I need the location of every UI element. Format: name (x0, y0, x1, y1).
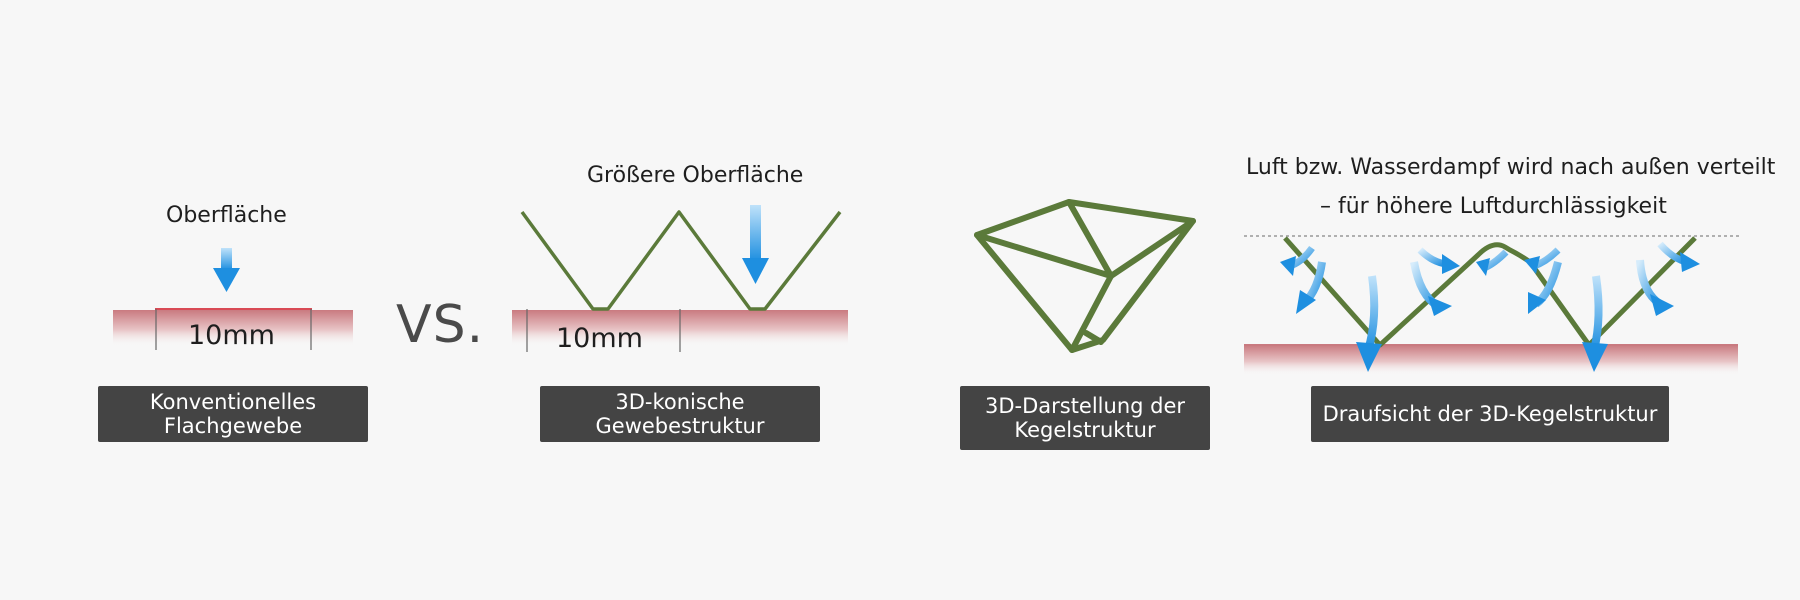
cone-3d-label-line1: 3D-Darstellung der (984, 394, 1186, 418)
conical-fabric-label: 3D-konische Gewebestruktur (540, 386, 820, 442)
airflow-arrow-icon (1582, 275, 1608, 372)
flat-fabric-label: Konventionelles Flachgewebe (98, 386, 368, 442)
top-view-label: Draufsicht der 3D-Kegelstruktur (1311, 386, 1669, 442)
airflow-arrow-icon (1528, 261, 1562, 314)
airflow-arrow-icon (1476, 249, 1509, 276)
airflow-annotation-line1: Luft bzw. Wasserdampf wird nach außen ve… (1246, 155, 1776, 180)
cone-3d-label-line2: Kegelstruktur (1014, 418, 1156, 442)
top-view-fabric-surface (1244, 345, 1738, 375)
airflow-arrows (1280, 241, 1700, 372)
airflow-arrow-icon (1296, 261, 1326, 314)
flat-fabric-panel (113, 248, 353, 350)
top-view-panel (1244, 235, 1740, 375)
airflow-arrow-icon (1657, 241, 1700, 272)
cone-3d-illustration (974, 199, 1196, 353)
flat-surface-annotation: Oberfläche (166, 203, 287, 228)
flat-dimension-label: 10mm (188, 320, 275, 351)
airflow-annotation-line2: – für höhere Luftdurchlässigkeit (1320, 194, 1667, 219)
zigzag-fabric-line (520, 210, 842, 311)
wave-fabric-line (1283, 236, 1697, 348)
down-arrow-icon (213, 248, 240, 292)
versus-text: VS. (396, 295, 485, 355)
airflow-arrow-icon (1636, 259, 1674, 316)
airflow-arrow-icon (1410, 261, 1452, 316)
down-arrow-icon (742, 205, 769, 284)
airflow-arrow-icon (1524, 247, 1561, 274)
conical-dimension-label: 10mm (556, 323, 643, 354)
flat-fabric-surface (113, 310, 353, 346)
airflow-arrow-icon (1280, 245, 1315, 276)
cone-3d-label: 3D-Darstellung der Kegelstruktur (960, 386, 1210, 450)
airflow-arrow-icon (1356, 275, 1382, 372)
airflow-arrow-icon (1417, 247, 1460, 274)
conical-fabric-panel (512, 205, 848, 352)
conical-surface-annotation: Größere Oberfläche (587, 163, 804, 188)
